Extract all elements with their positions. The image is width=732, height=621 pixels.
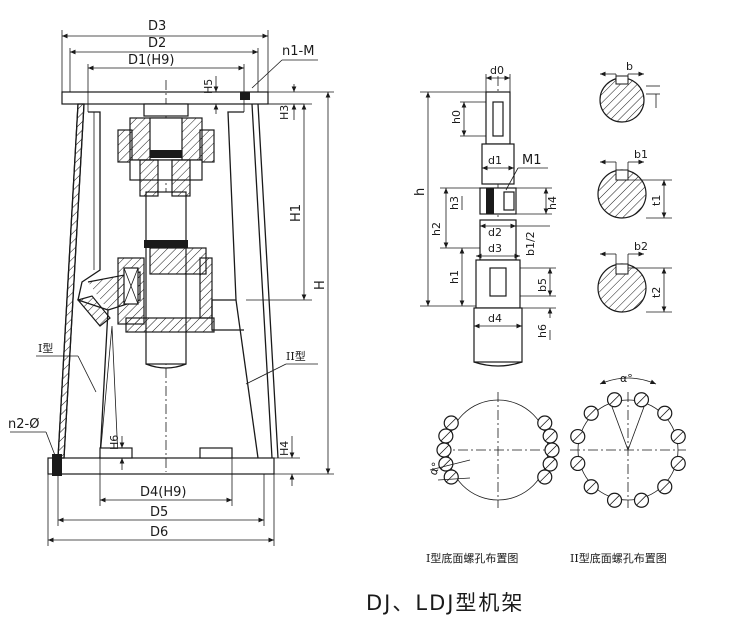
dim-d0: d0 xyxy=(490,64,504,77)
type2-label: II型 xyxy=(286,349,306,363)
seal-ring xyxy=(144,240,188,248)
dim-h1: h1 xyxy=(448,270,461,284)
left-wall-section xyxy=(57,103,85,459)
dim-n1M: n1-M xyxy=(282,44,314,59)
dim-t1: t1 xyxy=(650,195,663,206)
dim-h2: h2 xyxy=(430,222,443,236)
dim-d2: d2 xyxy=(488,226,502,239)
dim-h4: h4 xyxy=(546,196,559,210)
dim-d1: d1 xyxy=(488,154,502,167)
dim-H1: H1 xyxy=(289,204,304,222)
section-b xyxy=(599,77,645,123)
drawing-title: DJ、LDJ型机架 xyxy=(366,591,524,615)
bolt1-angle: α° xyxy=(427,461,444,477)
dim-H4: H4 xyxy=(278,441,291,456)
dim-D3: D3 xyxy=(148,19,166,34)
bolt-layout-caption-1: I型底面螺孔布置图 xyxy=(426,551,518,565)
dim-H5: H5 xyxy=(202,79,215,94)
dim-b1: b1 xyxy=(634,148,648,161)
dim-n2: n2-Ø xyxy=(8,417,39,432)
dim-H6: H6 xyxy=(108,435,121,450)
shaft-base xyxy=(473,307,523,363)
bottom-flange xyxy=(47,457,275,475)
dim-d4: d4 xyxy=(488,312,502,325)
top-flange xyxy=(61,91,269,105)
dim-H3: H3 xyxy=(278,105,291,120)
bolt2-angle: α° xyxy=(620,372,633,385)
dim-b2: b2 xyxy=(634,240,648,253)
dim-h: h xyxy=(413,188,428,196)
dim-H: H xyxy=(313,280,328,290)
main-frame-view: D3 D2 D1(H9) n1-M H5 H3 H1 H H4 H6 D4(H9… xyxy=(8,19,334,546)
dim-b12: b1/2 xyxy=(524,231,537,256)
dim-D4: D4(H9) xyxy=(140,485,186,500)
dim-D6: D6 xyxy=(150,525,168,540)
dim-d3: d3 xyxy=(488,242,502,255)
section-views: b b1 t1 b2 t2 xyxy=(597,60,672,313)
dim-b: b xyxy=(626,60,633,73)
dim-t2: t2 xyxy=(650,287,663,298)
type1-label: I型 xyxy=(38,341,53,355)
type2-inner-body xyxy=(227,111,259,459)
right-outer-wall xyxy=(251,103,279,459)
dim-D2: D2 xyxy=(148,36,166,51)
dim-h0: h0 xyxy=(450,110,463,124)
dim-D5: D5 xyxy=(150,505,168,520)
bolt-layout-type2: α° II型底面螺孔布置图 xyxy=(570,372,686,565)
main-shaft xyxy=(145,191,187,365)
dim-b5: b5 xyxy=(536,278,549,292)
dim-M1: M1 xyxy=(522,153,542,168)
dim-D1: D1(H9) xyxy=(128,53,174,68)
dim-h6: h6 xyxy=(536,324,549,338)
dim-h3: h3 xyxy=(448,196,461,210)
shaft-view: d0 h0 h d1 M1 h3 h4 h2 d2 b1/2 d3 h1 b5 … xyxy=(413,64,559,367)
base-bolt xyxy=(52,454,62,476)
bolt-layout-caption-2: II型底面螺孔布置图 xyxy=(570,551,667,565)
bolt-layout-type1: α° I型底面螺孔布置图 xyxy=(426,392,560,565)
